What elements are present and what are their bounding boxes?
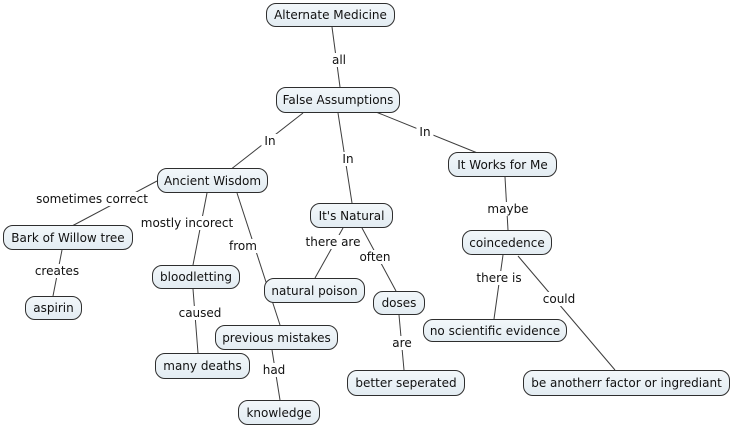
- edge-label-in-it-works-for-me[interactable]: In: [416, 125, 434, 139]
- node-no-scientific-evidence[interactable]: no scientific evidence: [423, 319, 567, 342]
- node-many-deaths[interactable]: many deaths: [155, 353, 250, 379]
- edge-label-all[interactable]: all: [328, 53, 350, 67]
- edge-label-in-ancient-wisdom[interactable]: In: [261, 134, 279, 148]
- edge-label-there-are[interactable]: there are: [302, 235, 364, 249]
- edge-label-creates[interactable]: creates: [31, 264, 83, 278]
- edge-label-mostly-incorect[interactable]: mostly incorect: [137, 216, 237, 230]
- edge-label-often[interactable]: often: [356, 250, 394, 264]
- edge-label-there-is[interactable]: there is: [473, 271, 525, 285]
- connector-line-there-is: [493, 254, 504, 320]
- node-bloodletting[interactable]: bloodletting: [152, 265, 240, 289]
- node-better-seperated[interactable]: better seperated: [347, 370, 465, 396]
- edge-label-are[interactable]: are: [389, 336, 415, 350]
- node-doses[interactable]: doses: [373, 291, 425, 315]
- edge-label-had[interactable]: had: [259, 363, 289, 377]
- edge-label-sometimes-correct[interactable]: sometimes correct: [33, 192, 151, 206]
- connector-line-from: [236, 192, 281, 326]
- connector-line-caused: [192, 288, 199, 354]
- edge-label-caused[interactable]: caused: [175, 306, 225, 320]
- node-it-works-for-me[interactable]: It Works for Me: [448, 152, 557, 177]
- node-its-natural[interactable]: It's Natural: [310, 203, 393, 228]
- node-previous-mistakes[interactable]: previous mistakes: [215, 325, 338, 350]
- node-be-anotherr-factor-or-ingrediant[interactable]: be anotherr factor or ingrediant: [523, 370, 730, 396]
- node-false-assumptions[interactable]: False Assumptions: [276, 87, 400, 113]
- node-bark-of-willow-tree[interactable]: Bark of Willow tree: [3, 225, 133, 250]
- edge-label-could[interactable]: could: [539, 292, 579, 306]
- edge-label-in-its-natural[interactable]: In: [339, 152, 357, 166]
- edge-label-maybe[interactable]: maybe: [484, 202, 532, 216]
- node-coincedence[interactable]: coincedence: [462, 230, 552, 255]
- node-aspirin[interactable]: aspirin: [25, 296, 82, 320]
- node-ancient-wisdom[interactable]: Ancient Wisdom: [157, 168, 268, 193]
- node-natural-poison[interactable]: natural poison: [264, 278, 365, 303]
- edge-label-from[interactable]: from: [226, 239, 260, 253]
- node-knowledge[interactable]: knowledge: [238, 400, 320, 425]
- node-alternate-medicine[interactable]: Alternate Medicine: [266, 3, 395, 27]
- connector-line-could: [517, 255, 616, 371]
